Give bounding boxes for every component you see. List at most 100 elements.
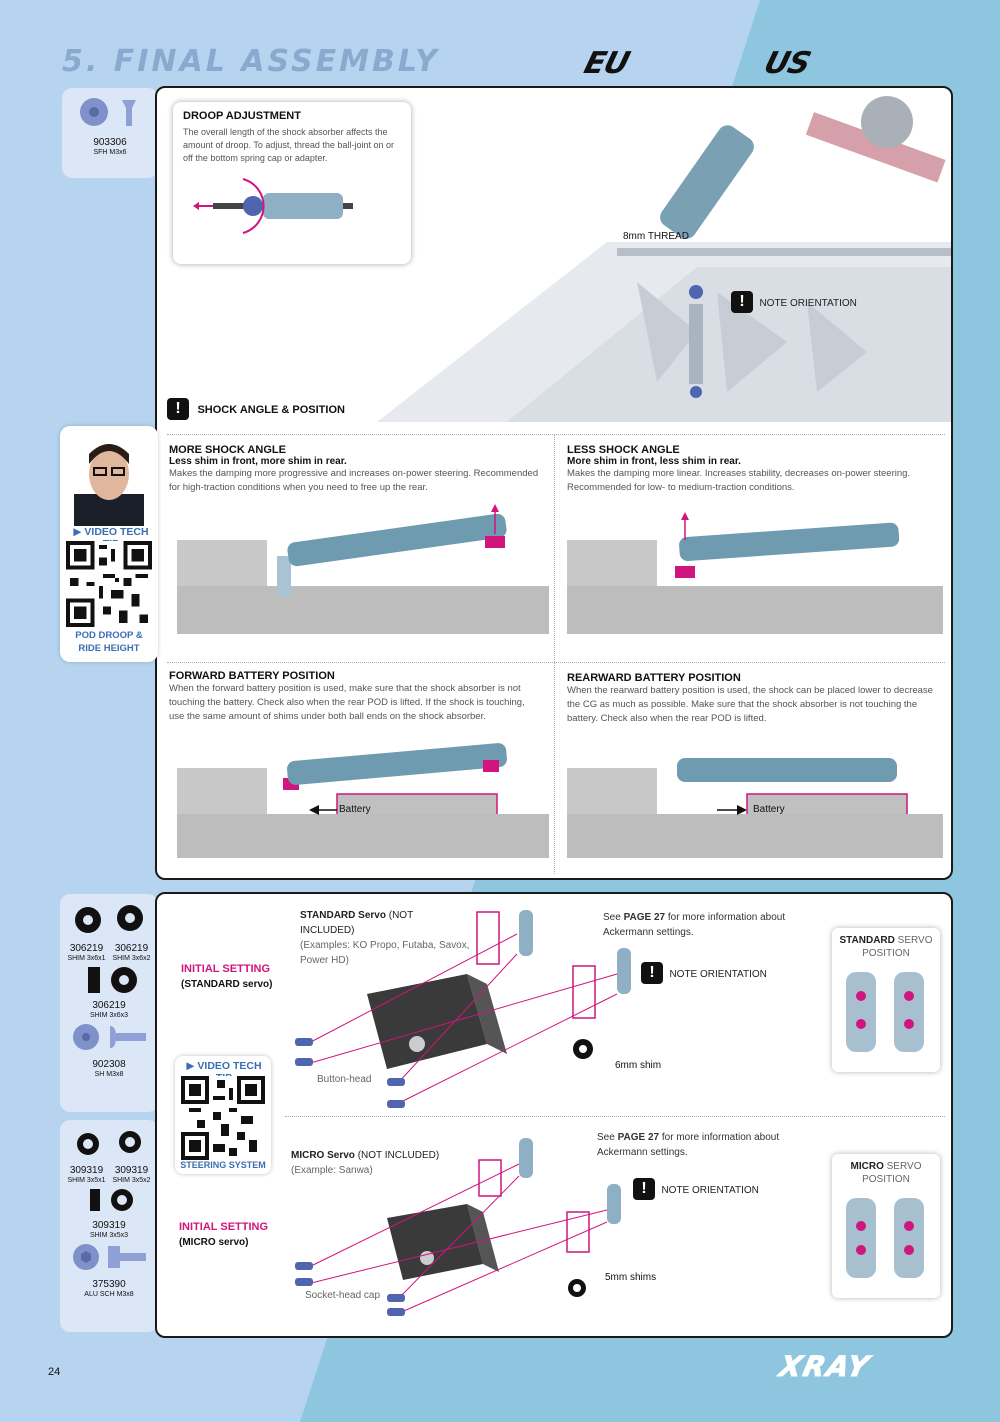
std-position-box: STANDARD SERVO POSITION [832, 928, 940, 1072]
shock-angle-label: SHOCK ANGLE & POSITION [197, 404, 345, 417]
fwd-battery-text: When the forward battery position is use… [169, 683, 525, 722]
thread-label: 8mm THREAD [623, 231, 689, 242]
chassis-illustration [377, 96, 951, 422]
less-angle-section: LESS SHOCK ANGLE More shim in front, les… [567, 444, 943, 495]
divider [167, 662, 945, 663]
std-see-page: See PAGE 27 for more information about A… [603, 912, 786, 938]
socket-head-screw-icon [73, 1244, 146, 1270]
droop-title: DROOP ADJUSTMENT [183, 110, 301, 122]
part-code: 306219 [69, 943, 104, 954]
shock-angle-heading: ! SHOCK ANGLE & POSITION [167, 398, 345, 420]
qr-code[interactable] [66, 541, 152, 627]
button-head-screw-icon [73, 1024, 146, 1050]
micro-screw-label: Socket-head cap [305, 1290, 381, 1301]
part-code: 309319 [114, 1165, 149, 1176]
more-angle-illustration [177, 504, 549, 634]
shock-ballend-illustration [193, 178, 353, 234]
part-desc: SFH M3x6 [93, 149, 127, 156]
std-pos-title: STANDARD [839, 935, 895, 946]
part-desc: SHIM 3x6x1 [67, 955, 106, 962]
std-initial-setting: INITIAL SETTING (STANDARD servo) [181, 962, 273, 992]
rwd-battery-text: When the rearward battery position is us… [567, 685, 933, 724]
divider [167, 434, 945, 435]
flat-screw-icon [80, 98, 136, 126]
warning-icon: ! [731, 291, 753, 313]
rwd-battery-label: Battery [753, 804, 785, 815]
part-code: 375390 [92, 1279, 126, 1290]
part-code: 306219 [114, 943, 149, 954]
note-label: NOTE ORIENTATION [759, 298, 857, 310]
micro-note-label: NOTE ORIENTATION [661, 1185, 759, 1197]
video-tip-card: ▶ VIDEO TECH TIP STEERING SYSTEM [175, 1056, 271, 1174]
page-title: 5. FINAL ASSEMBLY [62, 44, 440, 79]
fwd-battery-title: FORWARD BATTERY POSITION [169, 670, 335, 682]
servo-panel: INITIAL SETTING (STANDARD servo) STANDAR… [155, 892, 953, 1338]
std-note-callout: ! NOTE ORIENTATION [641, 962, 767, 984]
rwd-battery-illustration [567, 758, 943, 858]
std-examples: (Examples: KO Propo, Futaba, Savox, Powe… [300, 940, 470, 966]
part-code: 309319 [92, 1220, 126, 1231]
part-desc: SHIM 3x5x1 [67, 1177, 106, 1184]
fwd-battery-section: FORWARD BATTERY POSITION When the forwar… [169, 670, 541, 724]
eu-logo: EU [580, 46, 633, 81]
std-position-blocks [846, 972, 924, 1052]
video-tip-caption: STEERING SYSTEM [180, 1160, 266, 1170]
part-desc: SHIM 3x5x3 [89, 1232, 129, 1239]
play-icon: ▶ [186, 1060, 198, 1072]
part-code: 306219 [92, 1000, 126, 1011]
xray-logo: XRAY [776, 1350, 874, 1384]
divider [554, 434, 555, 874]
micro-servo-heading: MICRO Servo (NOT INCLUDED) (Example: San… [291, 1148, 451, 1178]
us-logo: US [760, 46, 814, 81]
std-screw-label: Button-head [317, 1074, 372, 1085]
shim-icons [75, 905, 143, 933]
std-pos-sub: SERVO POSITION [862, 935, 933, 959]
more-angle-text: Makes the damping more progressive and i… [169, 468, 539, 493]
rwd-battery-title: REARWARD BATTERY POSITION [567, 672, 741, 684]
part-desc: SHIM 3x6x3 [89, 1012, 129, 1019]
part-code: 903306 [93, 137, 127, 148]
part-desc: ALU SCH M3x8 [84, 1291, 134, 1298]
less-angle-illustration [567, 512, 943, 634]
std-shim-label: 6mm shim [615, 1060, 662, 1071]
standard-servo-illustration [295, 910, 631, 1108]
divider [285, 1116, 945, 1117]
micro-examples: (Example: Sanwa) [291, 1165, 373, 1176]
part-code: 309319 [69, 1165, 104, 1176]
shim-icons [77, 1131, 141, 1155]
shock-panel: DROOP ADJUSTMENT The overall length of t… [155, 86, 953, 880]
warning-icon: ! [641, 962, 663, 984]
micro-see-page: See PAGE 27 for more information about A… [597, 1132, 780, 1158]
std-initial-label: INITIAL SETTING [181, 963, 271, 975]
fwd-battery-label: Battery [339, 804, 371, 815]
droop-text: The overall length of the shock absorber… [183, 127, 394, 163]
video-tip-card: ▶ VIDEO TECH TIP POD DROOP & RIDE HEIGHT [60, 426, 158, 662]
micro-position-blocks [846, 1198, 924, 1278]
parts-box-top: 903306 SFH M3x6 [62, 88, 158, 178]
micro-initial-label: INITIAL SETTING [179, 1221, 269, 1233]
micro-note-callout: ! NOTE ORIENTATION [633, 1178, 759, 1200]
presenter-photo [74, 444, 144, 526]
shim-thick-icon [88, 967, 137, 993]
note-orientation-callout: ! NOTE ORIENTATION [731, 291, 857, 313]
droop-box: DROOP ADJUSTMENT The overall length of t… [173, 102, 411, 264]
play-icon: ▶ [73, 526, 85, 538]
less-angle-sub: More shim in front, less shim in rear. [567, 456, 741, 467]
qr-code[interactable] [181, 1076, 265, 1160]
part-desc: SH M3x8 [94, 1071, 124, 1078]
warning-icon: ! [167, 398, 189, 420]
micro-initial-setting: INITIAL SETTING (MICRO servo) [179, 1220, 268, 1250]
micro-position-box: MICRO SERVO POSITION [832, 1154, 940, 1298]
micro-pos-title: MICRO [850, 1161, 884, 1172]
part-desc: SHIM 3x6x2 [112, 955, 151, 962]
part-code: 902308 [92, 1059, 126, 1070]
std-servo-heading: STANDARD Servo (NOT INCLUDED) (Examples:… [300, 910, 470, 966]
micro-shim-label: 5mm shims [605, 1272, 657, 1283]
std-note-label: NOTE ORIENTATION [669, 969, 767, 981]
fwd-battery-illustration [177, 743, 549, 858]
part-desc: SHIM 3x5x2 [112, 1177, 151, 1184]
micro-pos-sub: SERVO POSITION [862, 1161, 922, 1185]
more-angle-title: MORE SHOCK ANGLE [169, 444, 286, 456]
